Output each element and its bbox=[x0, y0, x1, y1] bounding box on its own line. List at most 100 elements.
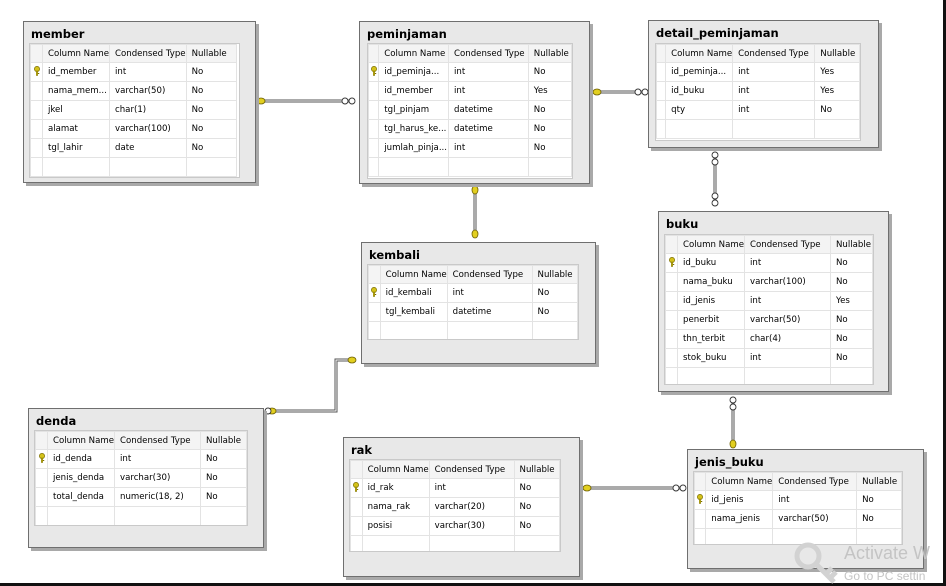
empty-new-row[interactable] bbox=[665, 367, 873, 384]
row-selector[interactable] bbox=[368, 81, 380, 101]
row-selector[interactable] bbox=[368, 157, 380, 177]
row-selector[interactable] bbox=[656, 119, 667, 139]
column-name-cell[interactable]: id_peminja... bbox=[665, 62, 734, 82]
empty-cell[interactable] bbox=[114, 506, 201, 525]
condensed-type-cell[interactable]: char(1) bbox=[109, 100, 187, 120]
column-name-cell[interactable]: id_buku bbox=[677, 253, 745, 273]
condensed-type-cell[interactable]: date bbox=[109, 138, 187, 158]
condensed-type-cell[interactable]: int bbox=[428, 478, 515, 498]
condensed-type-cell[interactable]: int bbox=[744, 291, 831, 311]
row-selector[interactable] bbox=[368, 283, 381, 303]
empty-cell[interactable] bbox=[830, 367, 873, 384]
row-selector[interactable] bbox=[368, 138, 380, 158]
condensed-type-cell[interactable]: int bbox=[109, 62, 187, 82]
nullable-cell[interactable]: No bbox=[185, 62, 237, 82]
empty-cell[interactable] bbox=[378, 157, 449, 177]
row-selector[interactable] bbox=[30, 62, 43, 82]
empty-cell[interactable] bbox=[47, 506, 115, 525]
nullable-cell[interactable]: No bbox=[527, 138, 572, 158]
column-name-cell[interactable]: jkel bbox=[42, 100, 110, 120]
table-row[interactable]: nama_mem...varchar(50)No bbox=[30, 81, 237, 101]
nullable-cell[interactable]: Yes bbox=[814, 81, 860, 101]
row-selector[interactable] bbox=[665, 272, 678, 292]
row-selector[interactable] bbox=[350, 535, 363, 551]
condensed-type-cell[interactable]: datetime bbox=[448, 100, 529, 120]
row-selector[interactable] bbox=[368, 62, 380, 82]
nullable-cell[interactable]: No bbox=[856, 490, 902, 510]
nullable-cell[interactable]: No bbox=[830, 253, 873, 273]
condensed-type-cell[interactable]: int bbox=[114, 449, 201, 469]
column-name-cell[interactable]: jenis_denda bbox=[47, 468, 115, 488]
table-title[interactable]: buku bbox=[666, 217, 699, 231]
column-name-cell[interactable]: tgl_pinjam bbox=[378, 100, 449, 120]
nullable-cell[interactable]: No bbox=[185, 100, 237, 120]
row-selector[interactable] bbox=[35, 468, 48, 488]
empty-cell[interactable] bbox=[732, 119, 816, 139]
condensed-type-cell[interactable]: numeric(18, 2) bbox=[114, 487, 201, 507]
column-name-cell[interactable]: nama_jenis bbox=[705, 509, 774, 529]
column-name-cell[interactable]: id_denda bbox=[47, 449, 115, 469]
column-name-cell[interactable]: id_rak bbox=[361, 478, 430, 498]
column-name-cell[interactable]: id_peminja... bbox=[378, 62, 449, 82]
nullable-cell[interactable]: Yes bbox=[830, 291, 873, 311]
empty-cell[interactable] bbox=[361, 535, 430, 551]
nullable-cell[interactable]: No bbox=[200, 468, 247, 488]
nullable-cell[interactable]: No bbox=[200, 449, 247, 469]
nullable-cell[interactable]: No bbox=[185, 81, 237, 101]
empty-cell[interactable] bbox=[531, 321, 578, 339]
empty-cell[interactable] bbox=[814, 119, 860, 139]
empty-cell[interactable] bbox=[200, 506, 247, 525]
column-name-cell[interactable]: id_jenis bbox=[705, 490, 774, 510]
nullable-cell[interactable]: No bbox=[531, 283, 578, 303]
empty-new-row[interactable] bbox=[35, 506, 247, 525]
row-selector[interactable] bbox=[694, 528, 707, 544]
empty-cell[interactable] bbox=[42, 157, 110, 177]
column-name-cell[interactable]: total_denda bbox=[47, 487, 115, 507]
column-name-cell[interactable]: alamat bbox=[42, 119, 110, 139]
row-selector[interactable] bbox=[30, 81, 43, 101]
empty-cell[interactable] bbox=[379, 321, 448, 339]
condensed-type-cell[interactable]: datetime bbox=[446, 302, 533, 322]
empty-cell[interactable] bbox=[705, 528, 774, 544]
nullable-cell[interactable]: No bbox=[185, 138, 237, 158]
empty-cell[interactable] bbox=[513, 535, 560, 551]
row-selector[interactable] bbox=[665, 367, 678, 384]
nullable-cell[interactable]: Yes bbox=[814, 62, 860, 82]
row-selector[interactable] bbox=[350, 497, 363, 517]
empty-cell[interactable] bbox=[185, 157, 237, 177]
condensed-type-cell[interactable]: int bbox=[732, 62, 816, 82]
nullable-cell[interactable]: No bbox=[856, 509, 902, 529]
column-name-cell[interactable]: id_kembali bbox=[379, 283, 448, 303]
column-name-cell[interactable]: penerbit bbox=[677, 310, 745, 330]
row-selector[interactable] bbox=[30, 119, 43, 139]
column-name-cell[interactable]: posisi bbox=[361, 516, 430, 536]
row-selector[interactable] bbox=[30, 138, 43, 158]
column-name-cell[interactable]: id_member bbox=[378, 81, 449, 101]
nullable-cell[interactable]: No bbox=[513, 497, 560, 517]
table-title[interactable]: kembali bbox=[369, 248, 420, 262]
condensed-type-cell[interactable]: varchar(30) bbox=[114, 468, 201, 488]
empty-new-row[interactable] bbox=[656, 119, 860, 139]
nullable-cell[interactable]: No bbox=[513, 478, 560, 498]
column-name-cell[interactable]: qty bbox=[665, 100, 734, 120]
row-selector[interactable] bbox=[665, 291, 678, 311]
row-selector[interactable] bbox=[350, 516, 363, 536]
row-selector[interactable] bbox=[35, 487, 48, 507]
nullable-cell[interactable]: No bbox=[513, 516, 560, 536]
condensed-type-cell[interactable]: varchar(50) bbox=[109, 81, 187, 101]
